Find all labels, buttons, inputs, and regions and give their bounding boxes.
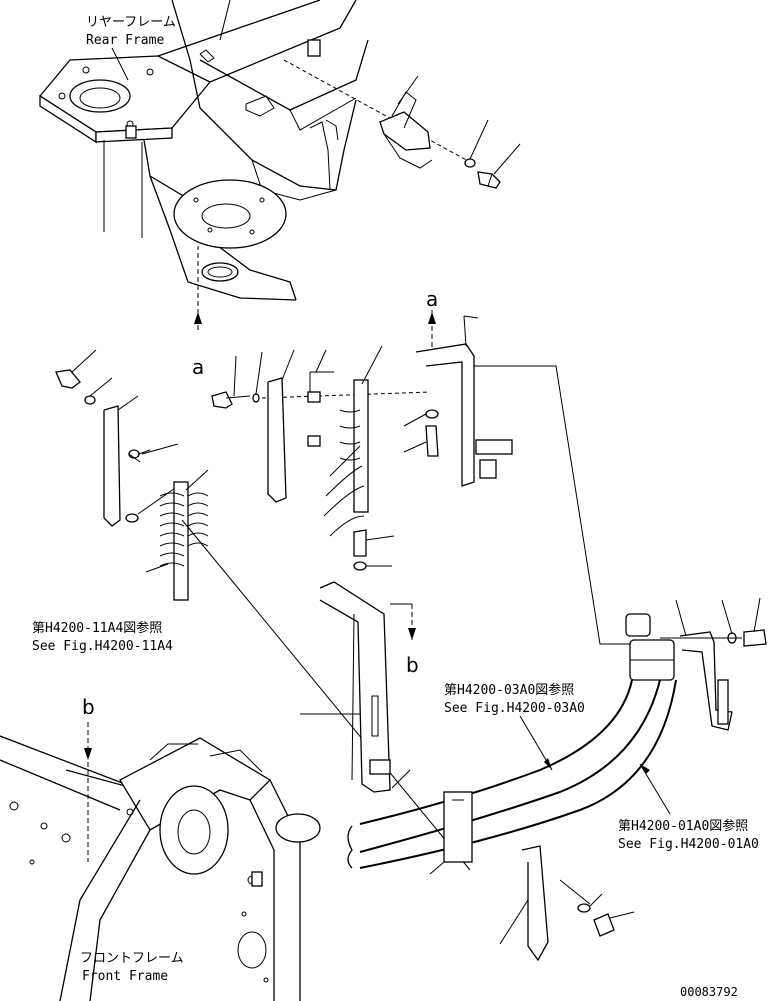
pad-icon (307, 391, 321, 403)
right-bracket (403, 315, 630, 645)
bottom-clip (499, 845, 635, 962)
ref-11a4-en: See Fig.H4200-11A4 (32, 639, 173, 654)
ref-03a0-jp: 第H4200-03A0図参照 (444, 682, 574, 698)
washer-icon (84, 395, 96, 405)
pad-icon (307, 435, 321, 447)
bolt-icon (353, 529, 367, 557)
washer-icon (425, 409, 439, 419)
front-frame-label-en: Front Frame (82, 969, 168, 984)
washer-icon (464, 158, 476, 168)
ref-01a0-jp: 第H4200-01A0図参照 (618, 818, 748, 834)
ref-03a0-en: See Fig.H4200-03A0 (444, 701, 585, 716)
middle-clip-assembly (211, 345, 431, 537)
washer-icon (577, 903, 591, 913)
front-frame-label-jp: フロントフレーム (80, 951, 184, 966)
ref-fig-01a0: 第H4200-01A0図参照 See Fig.H4200-01A0 (618, 763, 759, 852)
rear-frame (39, 0, 369, 301)
grommet-teeth (159, 492, 209, 567)
bolt-icon (425, 425, 439, 457)
marker-a-label: a (192, 355, 204, 379)
rear-frame-label-en: Rear Frame (86, 33, 164, 48)
washer-icon (252, 393, 260, 403)
marker-b-bracket: b (390, 603, 419, 677)
front-frame (0, 735, 321, 1001)
ref-01a0-en: See Fig.H4200-01A0 (618, 837, 759, 852)
assembly-leader-line (181, 519, 471, 871)
rear-frame-label-jp: リヤーフレーム (86, 15, 176, 30)
front-frame-label: フロントフレーム Front Frame (80, 951, 184, 984)
bolt-icon (743, 629, 767, 647)
bolt-icon (477, 171, 501, 189)
bolt-icon (593, 913, 615, 937)
marker-a-label-2: a (426, 287, 438, 311)
spacer-icon (125, 513, 139, 523)
vertical-bracket-b (300, 529, 411, 793)
marker-a-rear: a (192, 246, 204, 379)
marker-b-label-2: b (82, 695, 95, 719)
rear-frame-label: リヤーフレーム Rear Frame (86, 15, 176, 81)
washer-icon (353, 561, 367, 571)
grommet-strip (353, 379, 369, 513)
grommet-strip (173, 481, 189, 601)
bolt-icon (55, 369, 81, 389)
top-right-clamp-bracket (283, 59, 521, 189)
ref-11a4-jp: 第H4200-11A4図参照 (32, 620, 162, 636)
right-hose-clamp (660, 597, 767, 731)
drawing-number: 00083792 (680, 985, 738, 999)
ref-fig-03a0: 第H4200-03A0図参照 See Fig.H4200-03A0 (444, 682, 585, 771)
ref-fig-11a4: 第H4200-11A4図参照 See Fig.H4200-11A4 (32, 620, 173, 654)
hose-clamp-block (429, 791, 473, 875)
bolt-icon (211, 391, 251, 409)
marker-b-label: b (406, 653, 419, 677)
hose-bundle (347, 613, 677, 869)
spacer-icon (128, 449, 151, 463)
hose-fitting (625, 613, 651, 637)
left-clip-assembly (55, 349, 209, 601)
marker-a-bracket: a (426, 287, 438, 350)
marker-b-front: b (82, 695, 95, 862)
